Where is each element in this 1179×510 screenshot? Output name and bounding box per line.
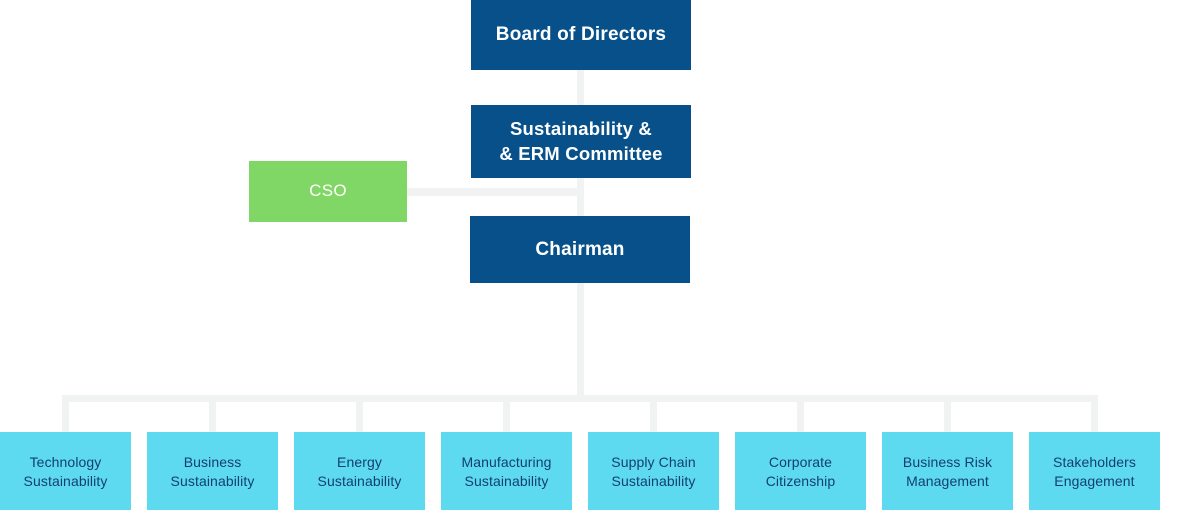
connector-drop-6 <box>797 402 804 433</box>
node-function-label: Business Risk Management <box>902 453 993 489</box>
connector-drop-7 <box>944 402 951 433</box>
node-function-label: Corporate Citizenship <box>765 453 836 489</box>
node-function-label: Supply Chain Sustainability <box>611 453 696 489</box>
connector-cso-to-trunk <box>407 188 580 196</box>
node-function-technology-sustainability[interactable]: Technology Sustainability <box>0 432 131 510</box>
node-function-energy-sustainability[interactable]: Energy Sustainability <box>294 432 425 510</box>
connector-committee-to-chairman <box>577 178 584 217</box>
node-function-label: Stakeholders Engagement <box>1053 453 1136 489</box>
connector-distribution-bus <box>67 395 1096 402</box>
connector-drop-4 <box>503 402 510 433</box>
connector-drop-2 <box>209 402 216 433</box>
node-function-corporate-citizenship[interactable]: Corporate Citizenship <box>735 432 866 510</box>
node-board-of-directors-label: Board of Directors <box>495 24 667 46</box>
node-sustainability-erm-committee-label: Sustainability & & ERM Committee <box>499 118 663 164</box>
connector-drop-5 <box>650 402 657 433</box>
node-function-business-risk-management[interactable]: Business Risk Management <box>882 432 1013 510</box>
node-cso-label: CSO <box>309 181 347 201</box>
node-function-stakeholders-engagement[interactable]: Stakeholders Engagement <box>1029 432 1160 510</box>
node-function-label: Technology Sustainability <box>23 453 108 489</box>
node-sustainability-erm-committee[interactable]: Sustainability & & ERM Committee <box>471 105 691 178</box>
node-function-label: Business Sustainability <box>170 453 255 489</box>
node-board-of-directors[interactable]: Board of Directors <box>471 0 691 70</box>
node-function-label: Manufacturing Sustainability <box>461 453 552 489</box>
connector-chairman-trunk <box>577 283 584 396</box>
connector-drop-3 <box>356 402 363 433</box>
connector-board-to-committee <box>577 70 584 106</box>
connector-drop-8 <box>1091 395 1098 433</box>
node-chairman[interactable]: Chairman <box>470 216 690 283</box>
node-chairman-label: Chairman <box>535 238 625 260</box>
node-function-supply-chain-sustainability[interactable]: Supply Chain Sustainability <box>588 432 719 510</box>
node-function-label: Energy Sustainability <box>317 453 402 489</box>
connector-drop-1 <box>62 395 69 433</box>
node-cso[interactable]: CSO <box>249 161 407 222</box>
node-function-manufacturing-sustainability[interactable]: Manufacturing Sustainability <box>441 432 572 510</box>
node-function-business-sustainability[interactable]: Business Sustainability <box>147 432 278 510</box>
